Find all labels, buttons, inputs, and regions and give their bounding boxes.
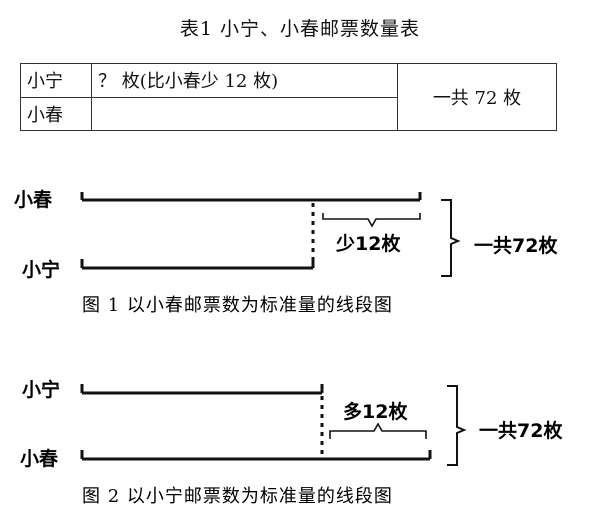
diagram-2: 小宁 小春 多12枚 一共72枚 图 2 以小宁邮票数为标准量的线段图 bbox=[20, 378, 563, 507]
row-name-xiaochun: 小春 bbox=[20, 96, 92, 131]
table-row: 小春 bbox=[20, 96, 557, 131]
stamp-count-table: 小宁 ？ 枚(比小春少 12 枚) 一共 72 枚 小春 bbox=[20, 63, 557, 131]
d2-bottom-segment bbox=[80, 450, 432, 461]
d1-top-segment bbox=[80, 192, 422, 202]
d1-bottom-label: 小宁 bbox=[22, 258, 60, 281]
d2-total-label: 一共72枚 bbox=[479, 419, 563, 442]
diagram-1: 小春 小宁 少12枚 一共72枚 图 1 以小春邮票数为标准量的线段图 bbox=[14, 188, 558, 316]
d1-total-label: 一共72枚 bbox=[474, 234, 558, 257]
d2-top-segment bbox=[80, 384, 324, 395]
d1-difference-brace bbox=[322, 213, 421, 228]
d1-difference-label: 少12枚 bbox=[335, 232, 401, 255]
total-cell: 一共 72 枚 bbox=[397, 63, 557, 131]
d1-bottom-segment bbox=[80, 259, 315, 270]
d1-total-brace bbox=[441, 199, 461, 277]
row-desc-xiaochun bbox=[91, 96, 398, 131]
d2-total-brace bbox=[447, 385, 467, 466]
d1-top-label: 小春 bbox=[14, 188, 52, 211]
d2-caption: 图 2 以小宁邮票数为标准量的线段图 bbox=[82, 486, 393, 507]
d2-bottom-label: 小春 bbox=[20, 447, 58, 470]
d2-top-label: 小宁 bbox=[22, 378, 60, 401]
d2-difference-brace bbox=[329, 422, 427, 439]
table-row: 小宁 ？ 枚(比小春少 12 枚) 一共 72 枚 bbox=[20, 63, 557, 131]
table-title: 表1 小宁、小春邮票数量表 bbox=[179, 18, 421, 40]
d1-caption: 图 1 以小春邮票数为标准量的线段图 bbox=[82, 295, 393, 316]
row-desc-xiaoning: ？ 枚(比小春少 12 枚) bbox=[91, 63, 398, 98]
d2-difference-label: 多12枚 bbox=[343, 400, 408, 423]
row-name-xiaoning: 小宁 bbox=[20, 63, 92, 98]
